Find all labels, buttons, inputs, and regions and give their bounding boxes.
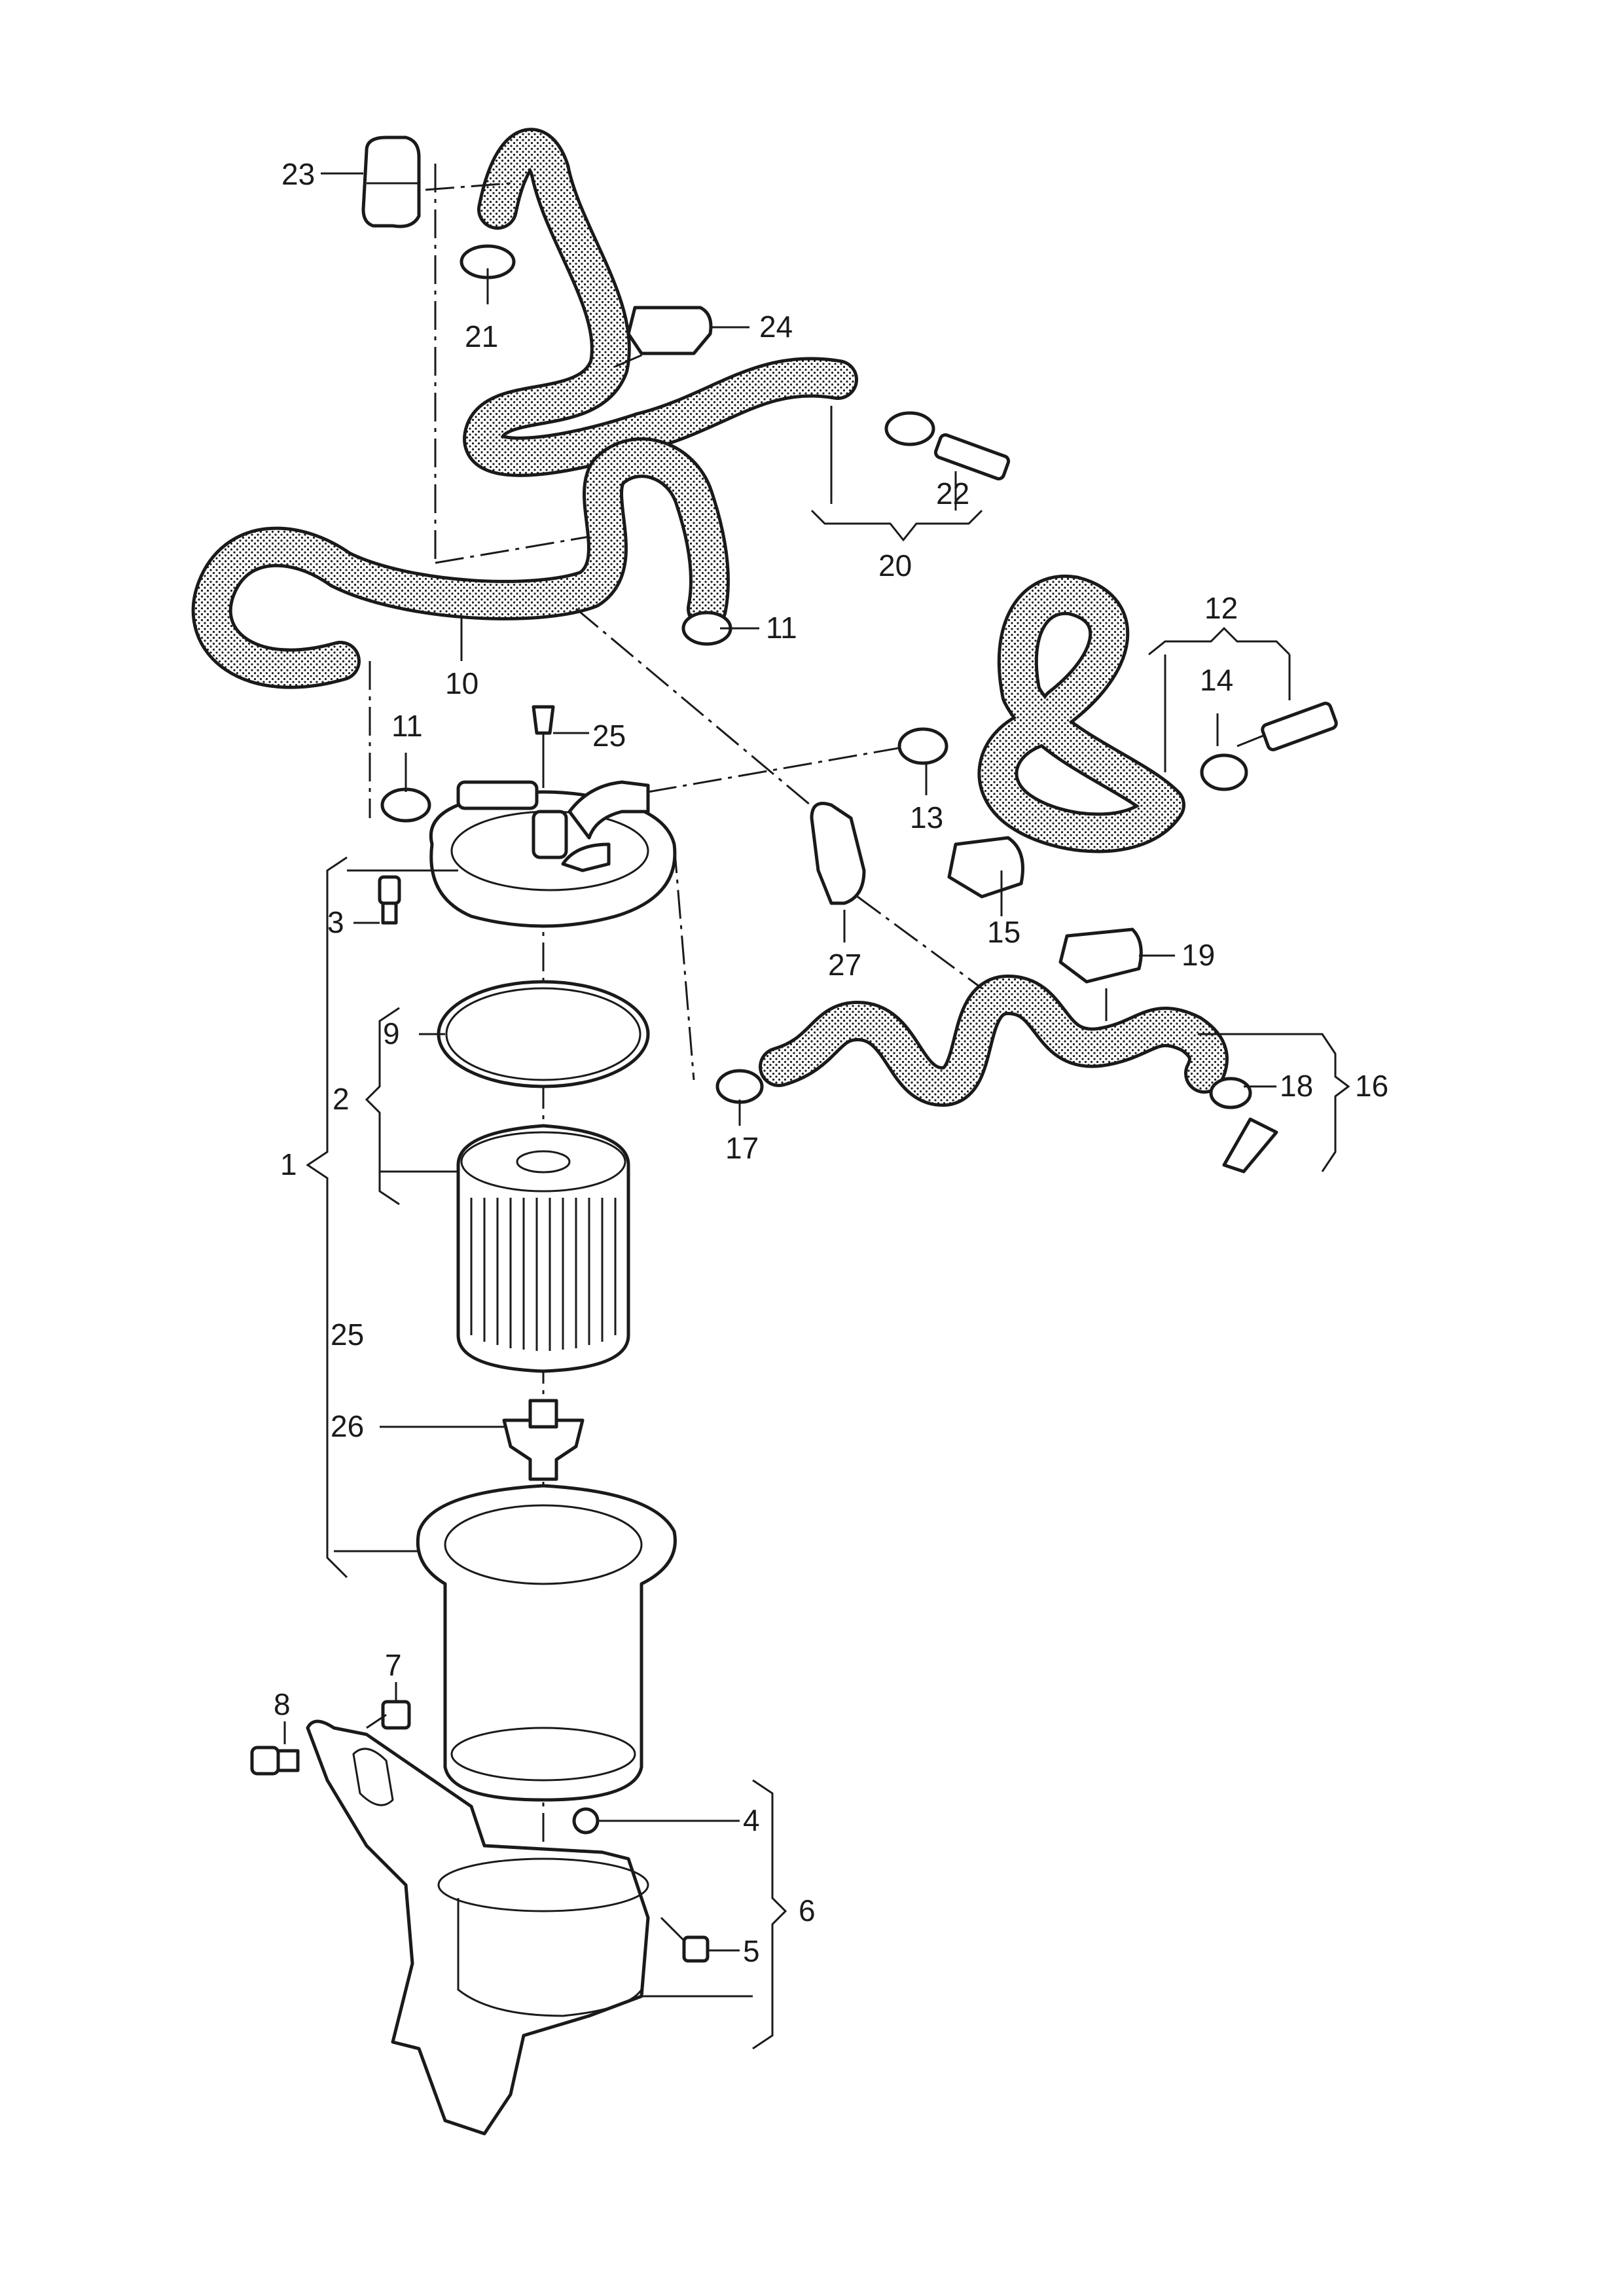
clamp-23-icon (361, 135, 421, 228)
valve-26-icon (502, 1399, 585, 1481)
callout-8: 8 (274, 1687, 291, 1721)
filter-head-icon (429, 780, 677, 928)
callout-10: 10 (445, 666, 478, 700)
callout-27: 27 (828, 948, 861, 982)
connector-20-icon (933, 433, 1011, 480)
hose-16 (759, 975, 1229, 1107)
callout-20: 20 (878, 548, 912, 583)
nut-8-icon (250, 1746, 300, 1776)
filter-element-icon (456, 1124, 630, 1373)
callout-6: 6 (799, 1893, 816, 1928)
bolt-7-icon (366, 1700, 411, 1730)
clamp-24-icon (626, 306, 713, 355)
nut-4-icon (572, 1807, 600, 1835)
callout-19: 19 (1182, 938, 1215, 972)
clamp-19-icon (1058, 927, 1143, 984)
clamp-13-icon (897, 727, 948, 765)
hose-top (463, 128, 858, 477)
clamp-14-icon (1200, 753, 1248, 791)
callout-22: 22 (936, 476, 969, 511)
leader-lines (283, 172, 1350, 2050)
bolt-25-top-icon (532, 705, 555, 766)
callout-1: 1 (280, 1147, 297, 1181)
callout-25-top: 25 (592, 719, 626, 753)
holder-27-icon (810, 802, 866, 905)
callout-7: 7 (385, 1648, 402, 1682)
callout-16: 16 (1355, 1069, 1388, 1103)
callout-25-side: 25 (331, 1318, 364, 1352)
callout-14: 14 (1200, 663, 1233, 697)
callout-13: 13 (910, 800, 943, 834)
screw-3-icon (378, 875, 401, 925)
callout-labels: 23 21 24 22 20 11 10 11 25 13 12 14 15 2… (274, 157, 1388, 1968)
callout-11-upper: 11 (766, 611, 797, 645)
callout-2: 2 (333, 1082, 350, 1116)
callout-3: 3 (327, 905, 344, 939)
connector-12-icon (1261, 702, 1338, 751)
clamp-15-icon (947, 836, 1024, 899)
callout-18: 18 (1280, 1069, 1313, 1103)
hose-12 (977, 574, 1185, 853)
callout-9: 9 (383, 1016, 400, 1050)
filter-housing-icon (416, 1484, 677, 1802)
clamp-18-icon (1209, 1077, 1252, 1109)
callout-12: 12 (1204, 591, 1238, 625)
clamp-11-lower-icon (380, 787, 431, 823)
bracket-icon (306, 1719, 650, 2136)
callout-5: 5 (743, 1934, 760, 1968)
bolt-5-icon (660, 1916, 710, 1963)
callout-23: 23 (281, 157, 315, 191)
callout-4: 4 (743, 1803, 760, 1837)
hose-10 (191, 437, 730, 689)
callout-26: 26 (331, 1409, 364, 1443)
o-ring-9-icon (437, 980, 650, 1088)
callout-11-lower: 11 (391, 709, 423, 743)
callout-17: 17 (725, 1131, 759, 1165)
callout-21: 21 (465, 319, 498, 353)
callout-15: 15 (987, 915, 1020, 949)
elbow-16-icon (1222, 1117, 1278, 1174)
clamp-22-icon (884, 411, 935, 446)
callout-24: 24 (759, 310, 793, 344)
clamp-17-icon (715, 1069, 764, 1104)
